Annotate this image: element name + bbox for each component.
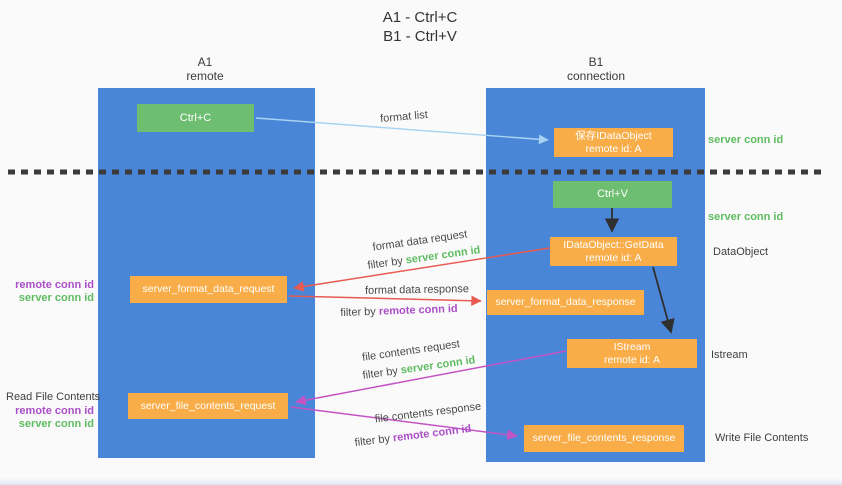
node-server-file-contents-response: server_file_contents_response bbox=[524, 425, 684, 452]
annotation-server-conn-id-mid: server conn id bbox=[708, 211, 784, 223]
node-ctrl-v-label: Ctrl+V bbox=[597, 188, 628, 200]
arrow-getdata-to-istream bbox=[652, 266, 675, 334]
arrow-file-contents-response bbox=[290, 406, 518, 440]
annotation-write-file-contents: Write File Contents bbox=[715, 432, 809, 444]
page-title: A1 - Ctrl+C B1 - Ctrl+V bbox=[320, 8, 520, 46]
node-istream: IStream remote id: A bbox=[567, 339, 697, 368]
node-getdata-line1: IDataObject::GetData bbox=[563, 238, 664, 251]
column-header-b1: B1 connection bbox=[536, 55, 656, 83]
label-filter-remote-1-prefix: filter by bbox=[340, 305, 380, 320]
node-server-file-contents-request: server_file_contents_request bbox=[128, 393, 288, 419]
node-istream-line2: remote id: A bbox=[603, 353, 661, 366]
column-a1-name: A1 bbox=[197, 55, 213, 69]
node-save-idataobject: 保存IDataObject remote id: A bbox=[554, 128, 673, 157]
column-b1-name: B1 bbox=[588, 55, 604, 69]
node-ctrl-c: Ctrl+C bbox=[137, 104, 254, 132]
node-istream-line1: IStream bbox=[613, 340, 651, 353]
column-a1-role: remote bbox=[186, 69, 224, 83]
label-format-data-response: format data response bbox=[364, 283, 470, 297]
node-save-idataobject-line1: 保存IDataObject bbox=[575, 129, 652, 142]
node-server-format-data-request: server_format_data_request bbox=[130, 276, 287, 303]
title-line-1: A1 - Ctrl+C bbox=[382, 9, 458, 26]
annotation-dataobject: DataObject bbox=[713, 246, 769, 258]
annotation-remote-conn-id-2: remote conn id bbox=[15, 405, 94, 417]
node-idataobject-getdata: IDataObject::GetData remote id: A bbox=[550, 237, 677, 266]
annotation-istream: Istream bbox=[711, 349, 748, 361]
bottom-fade bbox=[0, 478, 842, 485]
node-getdata-line2: remote id: A bbox=[585, 251, 642, 264]
arrow-format-data-response bbox=[288, 295, 482, 306]
node-ctrl-c-label: Ctrl+C bbox=[179, 111, 212, 124]
node-ctrl-v: Ctrl+V bbox=[553, 181, 672, 208]
column-header-a1: A1 remote bbox=[145, 55, 265, 83]
node-format-response-label: server_format_data_response bbox=[495, 296, 636, 308]
annotation-server-conn-id-2: server conn id bbox=[18, 418, 94, 430]
arrow-file-contents-request bbox=[295, 350, 567, 406]
node-format-request-label: server_format_data_request bbox=[142, 283, 275, 295]
node-save-idataobject-line2: remote id: A bbox=[585, 142, 642, 155]
annotation-read-file-contents: Read File Contents bbox=[6, 391, 101, 403]
node-file-request-label: server_file_contents_request bbox=[140, 399, 276, 412]
node-file-response-label: server_file_contents_response bbox=[532, 432, 676, 444]
annotation-server-conn-id-1: server conn id bbox=[18, 292, 94, 304]
arrow-format-list bbox=[255, 117, 549, 145]
title-line-2: B1 - Ctrl+V bbox=[383, 28, 457, 45]
annotation-remote-conn-id-1: remote conn id bbox=[15, 279, 94, 291]
arrow-format-data-request bbox=[293, 247, 551, 292]
annotation-server-conn-id-top: server conn id bbox=[708, 134, 784, 146]
node-server-format-data-response: server_format_data_response bbox=[487, 290, 644, 315]
column-b1-role: connection bbox=[566, 69, 626, 83]
